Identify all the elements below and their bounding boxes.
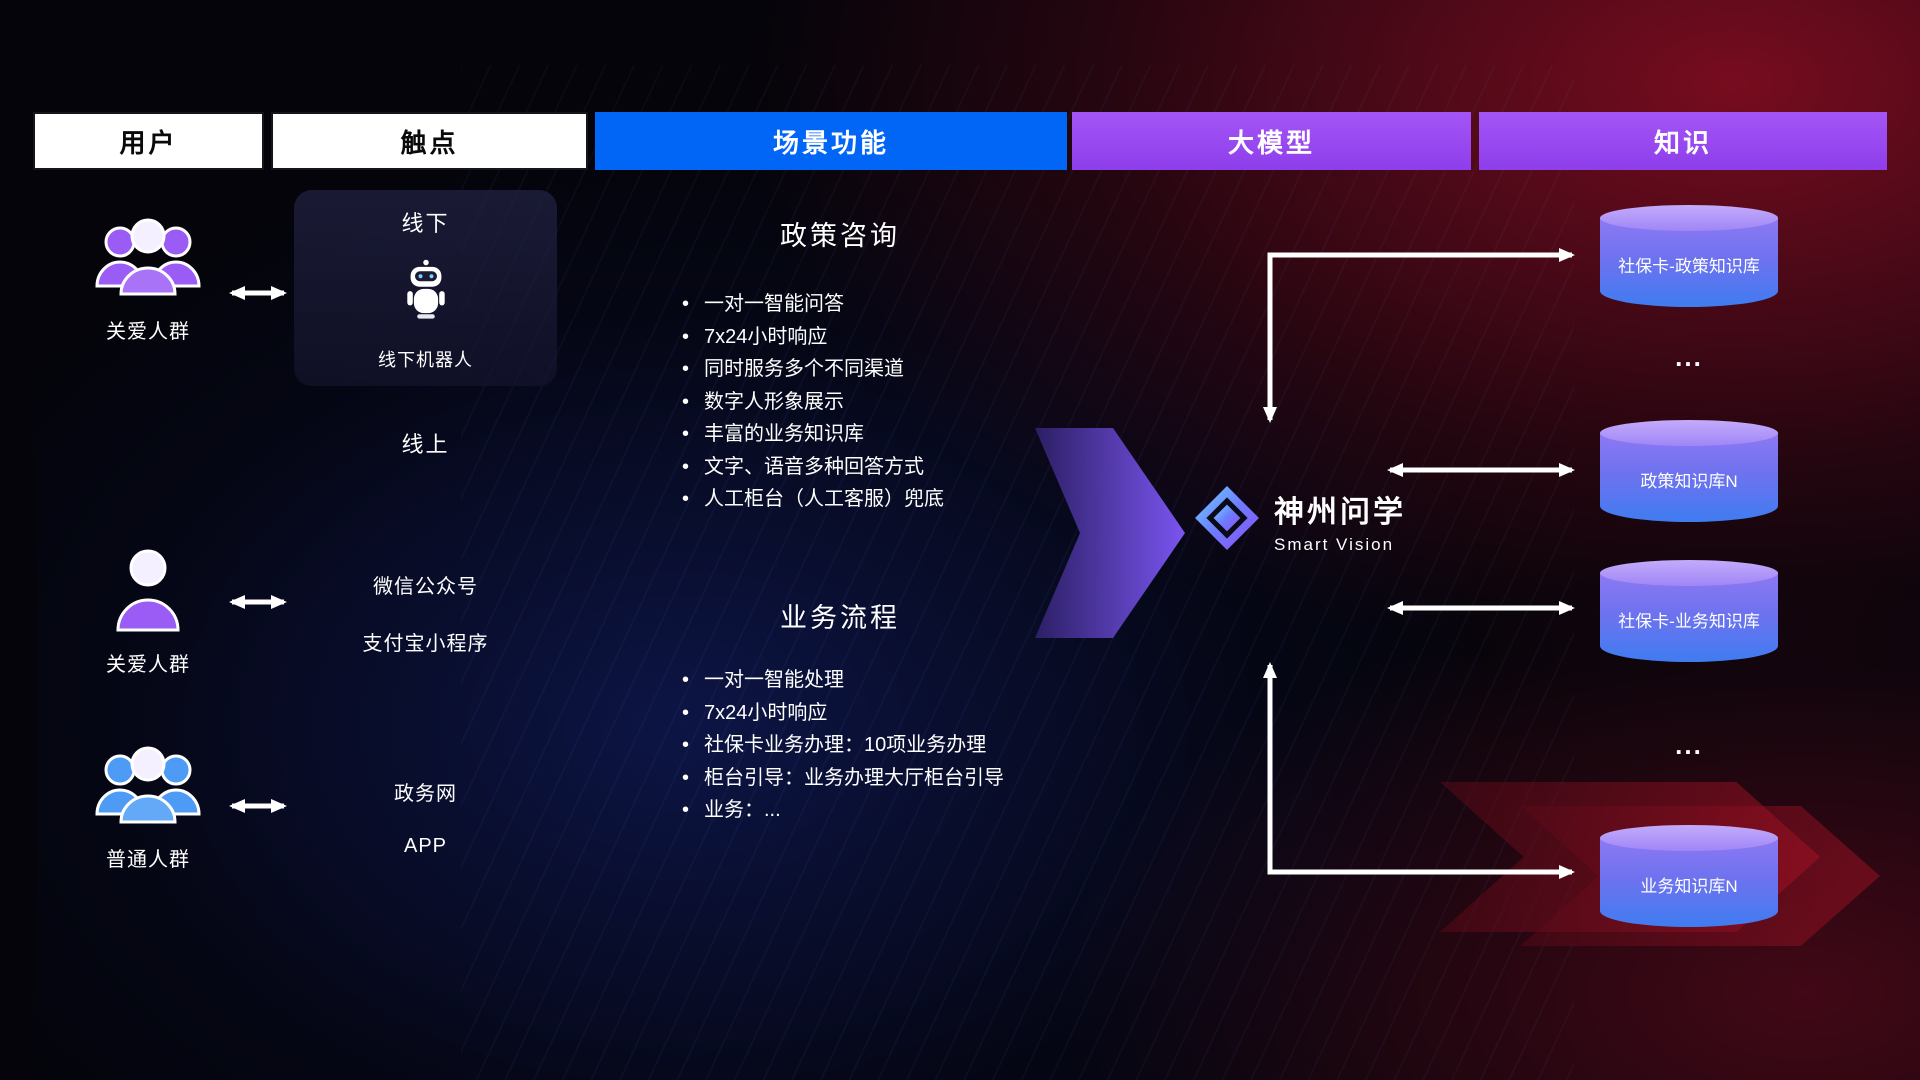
online-label: 线上 — [401, 432, 450, 457]
user-label: 普通人群 — [106, 849, 190, 871]
user-label: 关爱人群 — [106, 321, 190, 343]
diamond-logo-icon — [1194, 485, 1260, 556]
user-single-care: 关爱人群 — [63, 545, 233, 677]
header-users: 用户 — [33, 112, 264, 170]
group-people-purple-icon — [93, 218, 203, 304]
offline-title: 线下 — [401, 211, 450, 236]
header-knowledge-label: 知识 — [1653, 127, 1712, 158]
background-diagonal-streaks — [460, 64, 1575, 1080]
user-group-general: 普通人群 — [63, 740, 233, 872]
model-subtitle: Smart Vision — [1274, 534, 1395, 554]
kb-policy-n: 政策知识库N — [1600, 420, 1778, 522]
business-feature-item: 柜台引导：业务办理大厅柜台引导 — [680, 762, 1004, 795]
business-section-title: 业务流程 — [780, 603, 900, 633]
channel-alipay: 支付宝小程序 — [362, 633, 489, 655]
flow-arrow-right — [1035, 428, 1185, 638]
model-name: 神州问学 — [1274, 495, 1406, 529]
policy-feature-item: 数字人形象展示 — [680, 386, 944, 419]
kb-ellipsis: ... — [1675, 342, 1703, 372]
header-large-model-label: 大模型 — [1227, 127, 1315, 158]
business-feature-item: 7x24小时响应 — [680, 697, 1004, 730]
policy-feature-item: 7x24小时响应 — [680, 321, 944, 354]
kb-business-shebao: 社保卡-业务知识库 — [1600, 560, 1778, 662]
robot-icon — [404, 259, 448, 326]
header-users-label: 用户 — [119, 127, 178, 158]
header-large-model: 大模型 — [1072, 112, 1471, 170]
kb-label: 政策知识库N — [1640, 472, 1738, 492]
offline-robot-label: 线下机器人 — [378, 350, 473, 370]
policy-feature-list: 一对一智能问答 7x24小时响应 同时服务多个不同渠道 数字人形象展示 丰富的业… — [680, 288, 944, 516]
kb-label: 业务知识库N — [1640, 877, 1738, 897]
header-touchpoints-label: 触点 — [400, 127, 459, 158]
business-feature-list: 一对一智能处理 7x24小时响应 社保卡业务办理：10项业务办理 柜台引导：业务… — [680, 664, 1004, 827]
policy-feature-item: 人工柜台（人工客服）兜底 — [680, 483, 944, 516]
policy-feature-item: 同时服务多个不同渠道 — [680, 353, 944, 386]
kb-label: 社保卡-业务知识库 — [1618, 612, 1760, 632]
business-feature-item: 社保卡业务办理：10项业务办理 — [680, 729, 1004, 762]
channel-wechat: 微信公众号 — [373, 576, 478, 598]
business-feature-item: 一对一智能处理 — [680, 664, 1004, 697]
kb-ellipsis: ... — [1675, 730, 1703, 760]
kb-policy-shebao: 社保卡-政策知识库 — [1600, 205, 1778, 307]
header-touchpoints: 触点 — [271, 112, 588, 170]
model-kb1-arrow — [1263, 248, 1575, 423]
model-logo-block: 神州问学 Smart Vision — [1194, 485, 1406, 556]
kb-business-n: 业务知识库N — [1600, 825, 1778, 927]
database-icon — [1600, 560, 1778, 586]
channel-app: APP — [403, 835, 448, 857]
database-icon — [1600, 420, 1778, 446]
user-label: 关爱人群 — [106, 654, 190, 676]
person-purple-icon — [106, 549, 190, 637]
header-scene-functions: 场景功能 — [595, 112, 1067, 170]
user-group-care-1: 关爱人群 — [63, 212, 233, 344]
channel-govweb: 政务网 — [394, 783, 457, 805]
group-people-blue-icon — [93, 746, 203, 832]
database-icon — [1600, 205, 1778, 231]
policy-feature-item: 丰富的业务知识库 — [680, 418, 944, 451]
policy-section-title: 政策咨询 — [780, 221, 900, 251]
kb-label: 社保卡-政策知识库 — [1618, 257, 1760, 277]
header-knowledge: 知识 — [1479, 112, 1887, 170]
policy-feature-item: 一对一智能问答 — [680, 288, 944, 321]
database-icon — [1600, 825, 1778, 851]
header-scene-functions-label: 场景功能 — [772, 127, 889, 158]
business-feature-item: 业务：... — [680, 794, 1004, 827]
offline-touchpoint-card: 线下 线下机器人 — [294, 190, 557, 386]
policy-feature-item: 文字、语音多种回答方式 — [680, 451, 944, 484]
